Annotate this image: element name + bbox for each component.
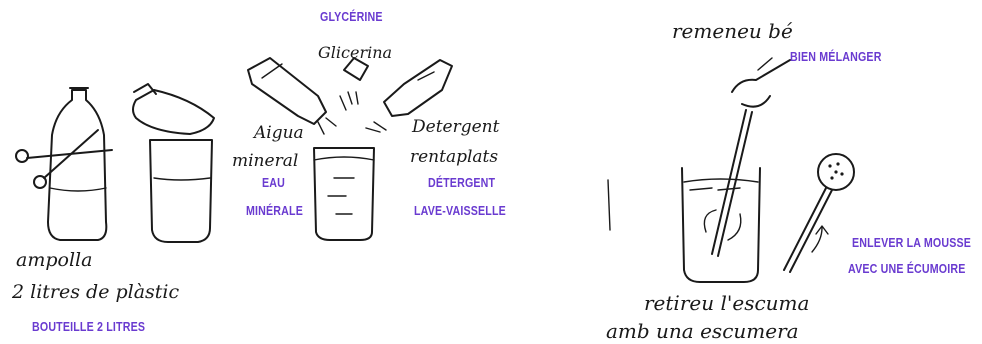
- skim-hand-line2: amb una escumera: [606, 319, 799, 343]
- bottle-hand-line1: ampolla: [16, 249, 92, 271]
- bottle-label: BOUTEILLE 2 LITRES: [32, 320, 145, 333]
- skim-label-line1: ENLEVER LA MOUSSE: [852, 236, 971, 249]
- skimmer-drawing: [784, 154, 854, 272]
- mixing-glass-drawing: [314, 148, 374, 240]
- bottle-hand-line2: 2 litres de plàstic: [11, 281, 180, 303]
- detergent-hand-line2: rentaplats: [410, 147, 498, 167]
- detergent-label-line1: DÉTERGENT: [428, 176, 495, 189]
- stirring-stick-drawing: [712, 110, 752, 256]
- scissors-icon: [16, 130, 112, 188]
- skim-label-line2: AVEC UNE ÉCUMOIRE: [848, 262, 966, 275]
- cut-bottle-drawing: [133, 84, 214, 242]
- glycerin-bottle-drawing: [340, 58, 368, 110]
- water-label-line1: EAU: [262, 176, 285, 189]
- mix-hand-text: remeneu bé: [672, 19, 793, 43]
- mix-label: BIEN MÉLANGER: [790, 50, 882, 63]
- water-label-line2: MINÉRALE: [246, 204, 303, 217]
- skim-hand-line1: retireu l'escuma: [644, 291, 809, 315]
- water-hand-line1: Aigua: [252, 123, 304, 143]
- glycerin-hand-text: Glicerina: [318, 43, 392, 62]
- detergent-hand-line1: Detergent: [411, 117, 500, 137]
- glycerin-label: GLYCÉRINE: [320, 10, 383, 23]
- stirring-jar-drawing: [682, 168, 760, 282]
- water-hand-line2: mineral: [232, 151, 298, 171]
- detergent-label-line2: LAVE-VAISSELLE: [414, 204, 506, 217]
- hand-drawing: [608, 58, 790, 230]
- plastic-bottle-drawing: [48, 88, 106, 240]
